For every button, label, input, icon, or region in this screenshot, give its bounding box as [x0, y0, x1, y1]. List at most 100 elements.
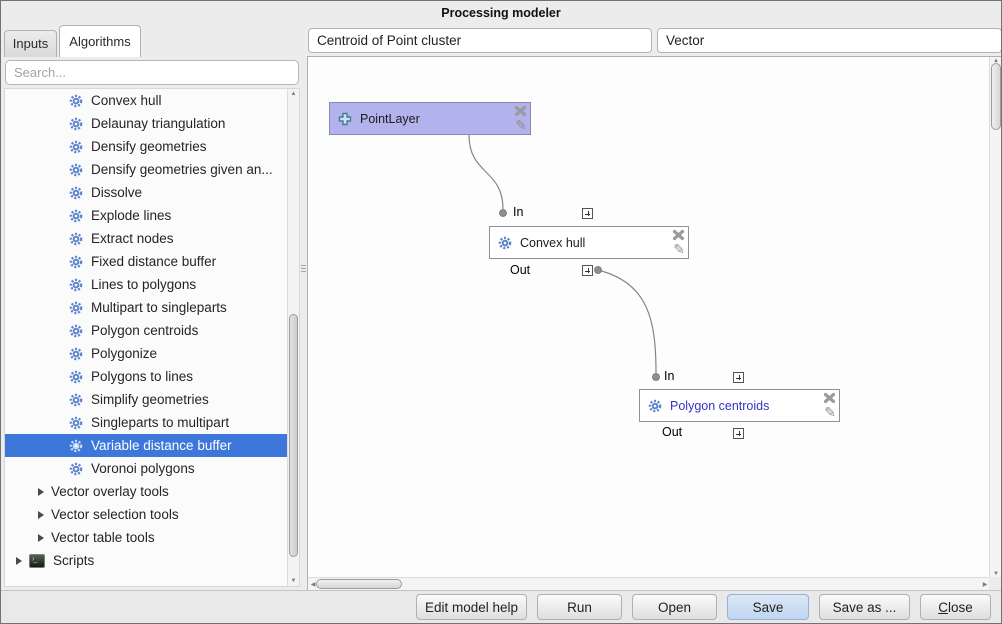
group-label: Vector selection tools	[51, 507, 179, 522]
algorithm-item[interactable]: Delaunay triangulation	[5, 112, 299, 135]
edit-model-help-button[interactable]: Edit model help	[416, 594, 527, 620]
chevron-right-icon	[16, 556, 22, 565]
algorithm-label: Variable distance buffer	[91, 438, 232, 453]
gear-icon	[69, 416, 83, 429]
gear-icon	[69, 163, 83, 176]
gear-icon	[69, 462, 83, 475]
algorithm-label: Multipart to singleparts	[91, 300, 227, 315]
gear-icon	[69, 370, 83, 383]
gear-icon	[69, 232, 83, 245]
algorithm-label: Simplify geometries	[91, 392, 209, 407]
algorithm-item[interactable]: Convex hull	[5, 89, 299, 112]
tree-group-vector-selection[interactable]: Vector selection tools	[5, 503, 299, 526]
model-group-field[interactable]	[657, 28, 1001, 53]
algorithm-item[interactable]: Simplify geometries	[5, 388, 299, 411]
tree-scrollbar[interactable]: ▲ ▼	[287, 89, 299, 586]
algorithm-label: Fixed distance buffer	[91, 254, 217, 269]
algorithm-item[interactable]: Densify geometries	[5, 135, 299, 158]
expand-out-icon[interactable]	[582, 265, 593, 276]
edit-node-icon[interactable]: ✎	[673, 241, 685, 257]
chevron-right-icon	[38, 533, 44, 542]
gear-icon	[69, 209, 83, 222]
canvas-hscrollbar[interactable]: ◀ ▶	[308, 577, 990, 590]
gear-icon	[69, 301, 83, 314]
window-title: Processing modeler	[441, 6, 561, 20]
algorithm-item[interactable]: Multipart to singleparts	[5, 296, 299, 319]
gear-icon	[69, 140, 83, 153]
scrollbar-corner	[989, 577, 1001, 590]
edit-node-icon[interactable]: ✎	[515, 117, 527, 133]
algorithm-item-selected[interactable]: Variable distance buffer	[5, 434, 299, 457]
algorithm-label: Extract nodes	[91, 231, 174, 246]
algorithm-item[interactable]: Extract nodes	[5, 227, 299, 250]
algorithm-label: Lines to polygons	[91, 277, 197, 292]
gear-icon	[69, 94, 83, 107]
algorithm-label: Polygons to lines	[91, 369, 194, 384]
search-input[interactable]	[5, 60, 299, 85]
close-button[interactable]: Close	[920, 594, 991, 620]
delete-node-icon[interactable]	[672, 229, 685, 241]
tree-scrollbar-thumb[interactable]	[289, 314, 298, 557]
algorithm-label: Densify geometries given an...	[91, 162, 273, 177]
scroll-left-icon[interactable]: ◀	[310, 582, 316, 588]
port-dot	[499, 209, 507, 217]
expand-in-icon[interactable]	[733, 372, 744, 383]
canvas-vscrollbar[interactable]: ▲ ▼	[989, 57, 1001, 578]
algorithm-item[interactable]: Dissolve	[5, 181, 299, 204]
node-polygon-centroids[interactable]: Polygon centroids ✎	[639, 389, 840, 422]
algorithm-label: Delaunay triangulation	[91, 116, 226, 131]
save-button[interactable]: Save	[727, 594, 809, 620]
model-canvas[interactable]: PointLayer ✎ In Convex hull ✎ Out In Pol…	[307, 56, 1001, 591]
tab-inputs[interactable]: Inputs	[4, 30, 57, 57]
expand-out-icon[interactable]	[733, 428, 744, 439]
tab-algorithms[interactable]: Algorithms	[59, 25, 141, 57]
gear-icon	[648, 399, 662, 412]
algorithm-item[interactable]: Polygon centroids	[5, 319, 299, 342]
tree-group-vector-table[interactable]: Vector table tools	[5, 526, 299, 549]
port-dot	[594, 266, 602, 274]
algorithm-item[interactable]: Voronoi polygons	[5, 457, 299, 480]
algorithm-item[interactable]: Polygons to lines	[5, 365, 299, 388]
port-in-label: In	[513, 205, 524, 219]
delete-node-icon[interactable]	[514, 105, 527, 117]
expand-in-icon[interactable]	[582, 208, 593, 219]
gear-icon	[69, 439, 83, 452]
gear-icon	[69, 186, 83, 199]
node-pointlayer[interactable]: PointLayer ✎	[329, 102, 531, 135]
algorithm-item[interactable]: Polygonize	[5, 342, 299, 365]
node-label: Polygon centroids	[670, 398, 770, 413]
panel-splitter[interactable]	[300, 25, 307, 590]
model-name-field[interactable]	[308, 28, 652, 53]
scroll-up-icon[interactable]: ▲	[993, 58, 999, 64]
canvas-vscrollbar-thumb[interactable]	[991, 63, 1001, 130]
scroll-down-icon[interactable]: ▼	[290, 578, 297, 584]
scroll-up-icon[interactable]: ▲	[290, 91, 297, 97]
footer-button-bar: Edit model help Run Open Save Save as ..…	[1, 590, 1001, 623]
canvas-hscrollbar-thumb[interactable]	[316, 579, 402, 589]
algorithm-label: Polygon centroids	[91, 323, 199, 338]
algorithm-item[interactable]: Singleparts to multipart	[5, 411, 299, 434]
algorithm-item[interactable]: Fixed distance buffer	[5, 250, 299, 273]
node-convex-hull[interactable]: Convex hull ✎	[489, 226, 689, 259]
group-label: Vector table tools	[51, 530, 155, 545]
open-button[interactable]: Open	[632, 594, 717, 620]
run-button[interactable]: Run	[537, 594, 622, 620]
edit-node-icon[interactable]: ✎	[824, 404, 836, 420]
port-out-label: Out	[510, 263, 531, 277]
port-in-label: In	[664, 369, 675, 383]
algorithm-item[interactable]: Explode lines	[5, 204, 299, 227]
gear-icon	[69, 278, 83, 291]
scroll-down-icon[interactable]: ▼	[993, 571, 999, 577]
algorithm-label: Densify geometries	[91, 139, 207, 154]
algorithm-item[interactable]: Lines to polygons	[5, 273, 299, 296]
gear-icon	[498, 236, 512, 249]
algorithm-label: Singleparts to multipart	[91, 415, 230, 430]
group-label: Scripts	[53, 553, 95, 568]
algorithm-item[interactable]: Densify geometries given an...	[5, 158, 299, 181]
tree-group-scripts[interactable]: Scripts	[5, 549, 299, 572]
algorithm-label: Explode lines	[91, 208, 172, 223]
scroll-right-icon[interactable]: ▶	[982, 582, 988, 588]
tree-group-vector-overlay[interactable]: Vector overlay tools	[5, 480, 299, 503]
save-as-button[interactable]: Save as ...	[819, 594, 910, 620]
delete-node-icon[interactable]	[823, 392, 836, 404]
